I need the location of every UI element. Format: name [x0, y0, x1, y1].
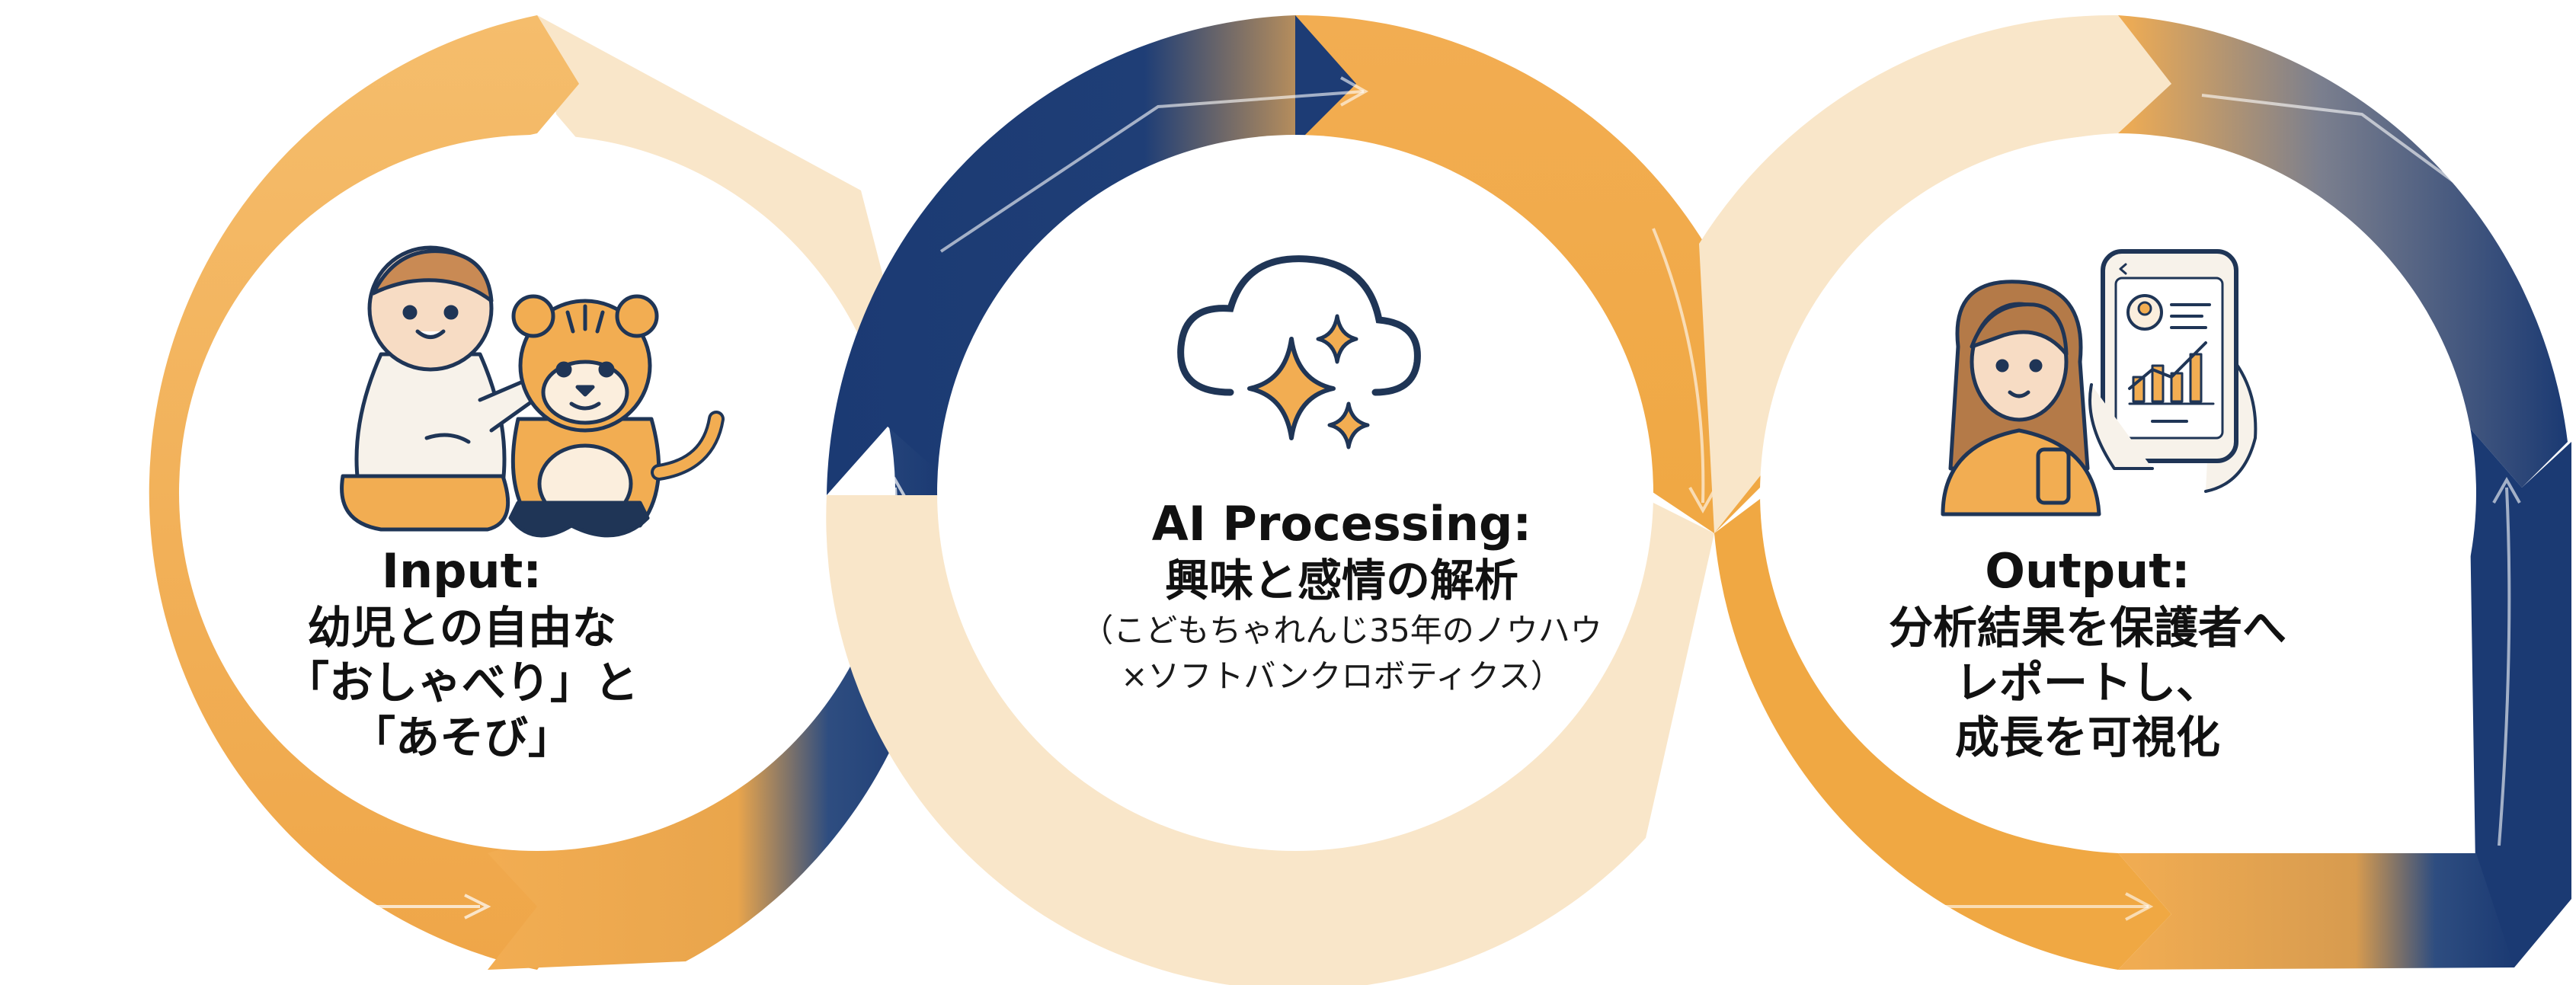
ring-ai	[826, 14, 1775, 985]
smartphone-report-icon	[2088, 249, 2258, 493]
arrow-ai-down-head	[1688, 487, 1717, 514]
ring-output-cream-band	[1699, 14, 2171, 534]
arrow-ai-top	[939, 90, 1365, 253]
child-icon	[340, 245, 571, 532]
arrow-output-up-head	[2492, 476, 2521, 504]
step-output-line-2: レポートし、	[1954, 657, 2220, 708]
arrow-input-bottom-head	[464, 894, 491, 919]
step-ai-line-1: 興味と感情の解析	[1164, 555, 1518, 606]
step-input-line-2: 「おしゃべり」と	[284, 657, 638, 708]
ring-ai-right-band	[1295, 14, 1775, 534]
step-ai-note-2: ×ソフトバンクロボティクス）	[1121, 657, 1563, 695]
ring-ai-cream-band	[826, 495, 1714, 985]
step-output-line-1: 分析結果を保護者へ	[1888, 602, 2286, 654]
ring-output-hole	[1760, 135, 2476, 851]
ring-output	[1699, 14, 2571, 970]
arrow-ai-top-head	[1340, 76, 1369, 107]
cloud-sparkle-icon	[1177, 255, 1421, 449]
ring-output-right-band	[2469, 427, 2571, 967]
ring-output-bottom-band-2	[2118, 853, 2514, 970]
parent-icon	[1941, 280, 2101, 516]
arrow-output-top	[2201, 94, 2478, 200]
arrow-ai-down	[1652, 228, 1705, 504]
step-input-line-3: 「あそび」	[350, 712, 572, 763]
tiger-plush-icon	[508, 294, 725, 538]
ring-output-top-band	[2118, 15, 2568, 488]
arrow-output-bottom	[1720, 609, 2149, 908]
step-output-title: Output:	[1985, 543, 2190, 599]
step-output-line-3: 成長を可視化	[1954, 712, 2220, 763]
step-input-title: Input:	[381, 543, 542, 599]
step-input-label: Input: 幼児との自由な 「おしゃべり」と 「あそび」	[218, 542, 706, 765]
step-ai-label: AI Processing: 興味と感情の解析 （こどもちゃれんじ35年のノウハ…	[1052, 495, 1631, 699]
step-output-label: Output: 分析結果を保護者へ レポートし、 成長を可視化	[1844, 542, 2331, 765]
ring-input-orange-arc	[149, 15, 579, 970]
ring-ai-hole	[937, 135, 1653, 851]
step-input-line-1: 幼児との自由な	[307, 602, 616, 654]
arrow-output-bottom-head	[2125, 892, 2154, 921]
step-ai-note-1: （こどもちゃれんじ35年のノウハウ	[1081, 612, 1602, 649]
ring-output-bottom-band	[1714, 488, 2171, 970]
arrow-output-up	[2498, 487, 2511, 846]
step-ai-title: AI Processing:	[1151, 496, 1532, 552]
